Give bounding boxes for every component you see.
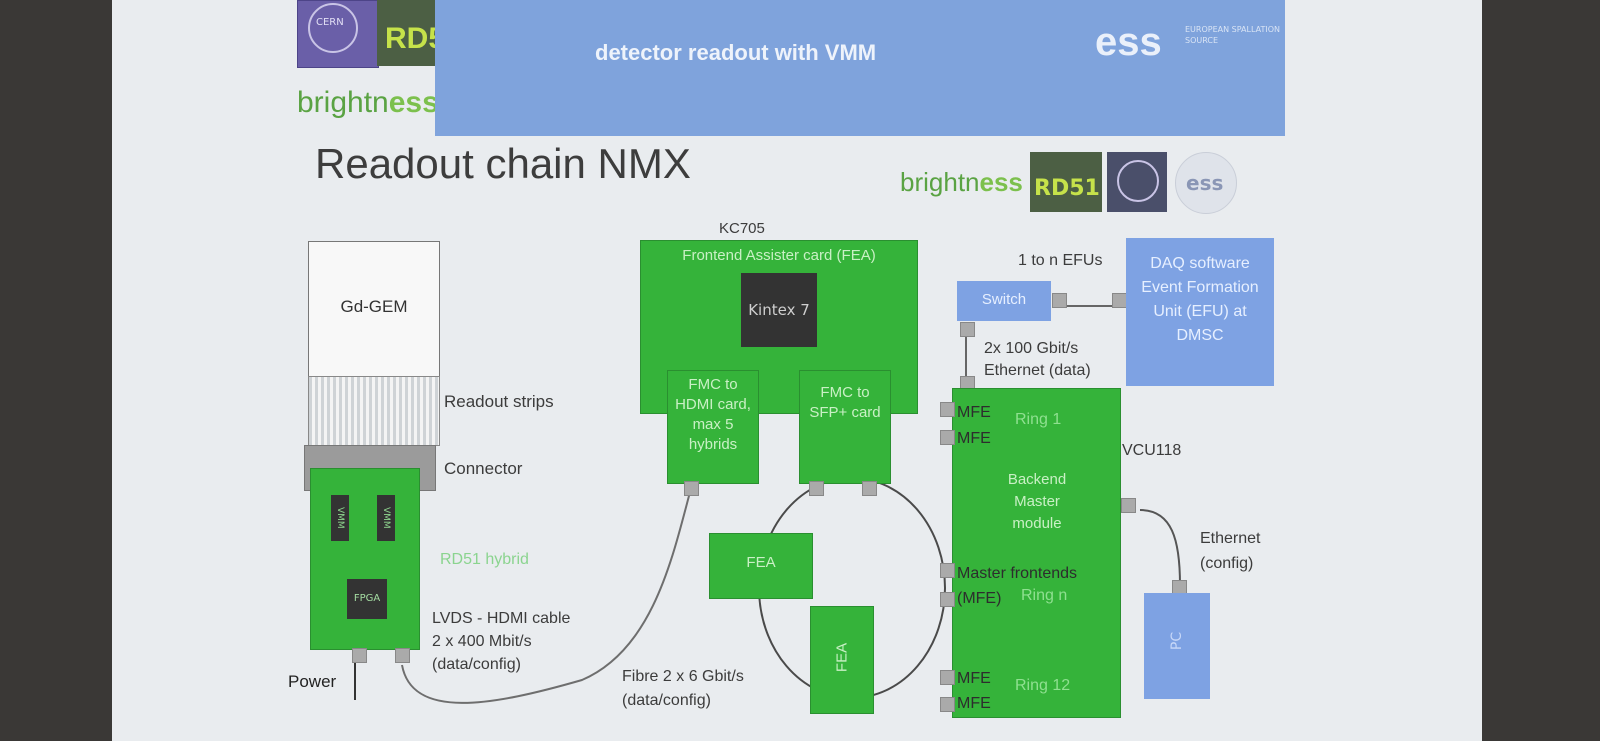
backend-master-module: Ring 1 Backend Master module Ring n Ring… bbox=[952, 388, 1121, 718]
cable-label-3: (data/config) bbox=[432, 656, 521, 673]
sfp-port bbox=[809, 481, 824, 496]
header-banner: detector readout with VMM ess EUROPEAN S… bbox=[435, 0, 1285, 136]
hdmi-cable bbox=[401, 491, 691, 704]
brightness-logo-small: brightness bbox=[900, 167, 1023, 197]
mfe-label: MFE bbox=[957, 670, 991, 687]
mfe-port bbox=[940, 430, 955, 445]
fibre-label-1: Fibre 2 x 6 Gbit/s bbox=[622, 668, 744, 685]
brightness-logo: brightness bbox=[297, 86, 439, 119]
hdmi-port bbox=[395, 648, 410, 663]
mfe-port bbox=[940, 592, 955, 607]
mfe-label: MFE bbox=[957, 695, 991, 712]
fibre-label-2: (data/config) bbox=[622, 692, 711, 709]
header-title: detector readout with VMM bbox=[595, 40, 877, 65]
power-port bbox=[352, 648, 367, 663]
kc705-label: KC705 bbox=[719, 220, 765, 237]
switch-port bbox=[1052, 293, 1067, 308]
fea-title: Frontend Assister card (FEA) bbox=[682, 247, 876, 264]
switch-box: Switch bbox=[957, 281, 1051, 321]
fea-board: Frontend Assister card (FEA) Kintex 7 bbox=[640, 240, 918, 414]
daq-efu-box: DAQ software Event Formation Unit (EFU) … bbox=[1126, 238, 1274, 386]
efu-count-label: 1 to n EFUs bbox=[1018, 252, 1103, 269]
master-frontends-abbr: (MFE) bbox=[957, 590, 1002, 607]
vmm-chip: VMM bbox=[331, 495, 349, 541]
readout-strips bbox=[308, 376, 440, 446]
switch-port bbox=[960, 322, 975, 337]
fea-small: FEA bbox=[810, 606, 874, 714]
pc-box: PC bbox=[1144, 593, 1210, 699]
ess-org-text: EUROPEAN SPALLATION SOURCE bbox=[1185, 25, 1280, 45]
efu-port bbox=[1112, 293, 1127, 308]
readout-strips-label: Readout strips bbox=[444, 392, 554, 411]
fmc-sfp-card: FMC to SFP+ card bbox=[799, 370, 891, 484]
mfe-label: MFE bbox=[957, 430, 991, 447]
power-label: Power bbox=[288, 672, 337, 691]
kintex-chip: Kintex 7 bbox=[741, 273, 817, 347]
hdmi-card-port bbox=[684, 481, 699, 496]
slide: CERN RD51 brightness detector readout wi… bbox=[112, 0, 1482, 741]
slide-title: Readout chain NMX bbox=[315, 140, 691, 187]
rd51-hybrid: VMM VMM FPGA bbox=[310, 468, 420, 650]
gd-gem-label: Gd-GEM bbox=[340, 297, 408, 316]
fpga-chip: FPGA bbox=[347, 579, 387, 619]
ethernet-data-label-1: 2x 100 Gbit/s bbox=[984, 340, 1079, 357]
gd-gem-box: Gd-GEM bbox=[308, 241, 440, 377]
ess-logo-small: ess bbox=[1175, 152, 1237, 214]
ethernet-config-label-1: Ethernet bbox=[1200, 530, 1261, 547]
master-frontends-label: Master frontends bbox=[957, 565, 1078, 582]
vmm-chip: VMM bbox=[377, 495, 395, 541]
sfp-port bbox=[862, 481, 877, 496]
fmc-hdmi-card: FMC to HDMI card, max 5 hybrids bbox=[667, 370, 759, 484]
ethernet-config-line bbox=[1139, 509, 1181, 586]
hybrid-label: RD51 hybrid bbox=[440, 551, 529, 568]
config-port bbox=[1121, 498, 1136, 513]
mfe-port bbox=[940, 670, 955, 685]
mfe-label: MFE bbox=[957, 404, 991, 421]
rd51-logo-small: RD51 bbox=[1030, 152, 1102, 212]
connector-label: Connector bbox=[444, 459, 523, 478]
mfe-port bbox=[940, 697, 955, 712]
cable-label-1: LVDS - HDMI cable bbox=[432, 610, 571, 627]
cern-logo-small bbox=[1107, 152, 1167, 212]
fea-small: FEA bbox=[709, 533, 813, 599]
mfe-port bbox=[940, 402, 955, 417]
mfe-port bbox=[940, 563, 955, 578]
ess-logo: ess bbox=[1095, 20, 1162, 64]
ethernet-data-label-2: Ethernet (data) bbox=[984, 362, 1091, 379]
cern-logo: CERN bbox=[297, 0, 379, 68]
ethernet-config-label-2: (config) bbox=[1200, 555, 1254, 572]
cable-label-2: 2 x 400 Mbit/s bbox=[432, 633, 532, 650]
vcu118-label: VCU118 bbox=[1122, 442, 1182, 459]
